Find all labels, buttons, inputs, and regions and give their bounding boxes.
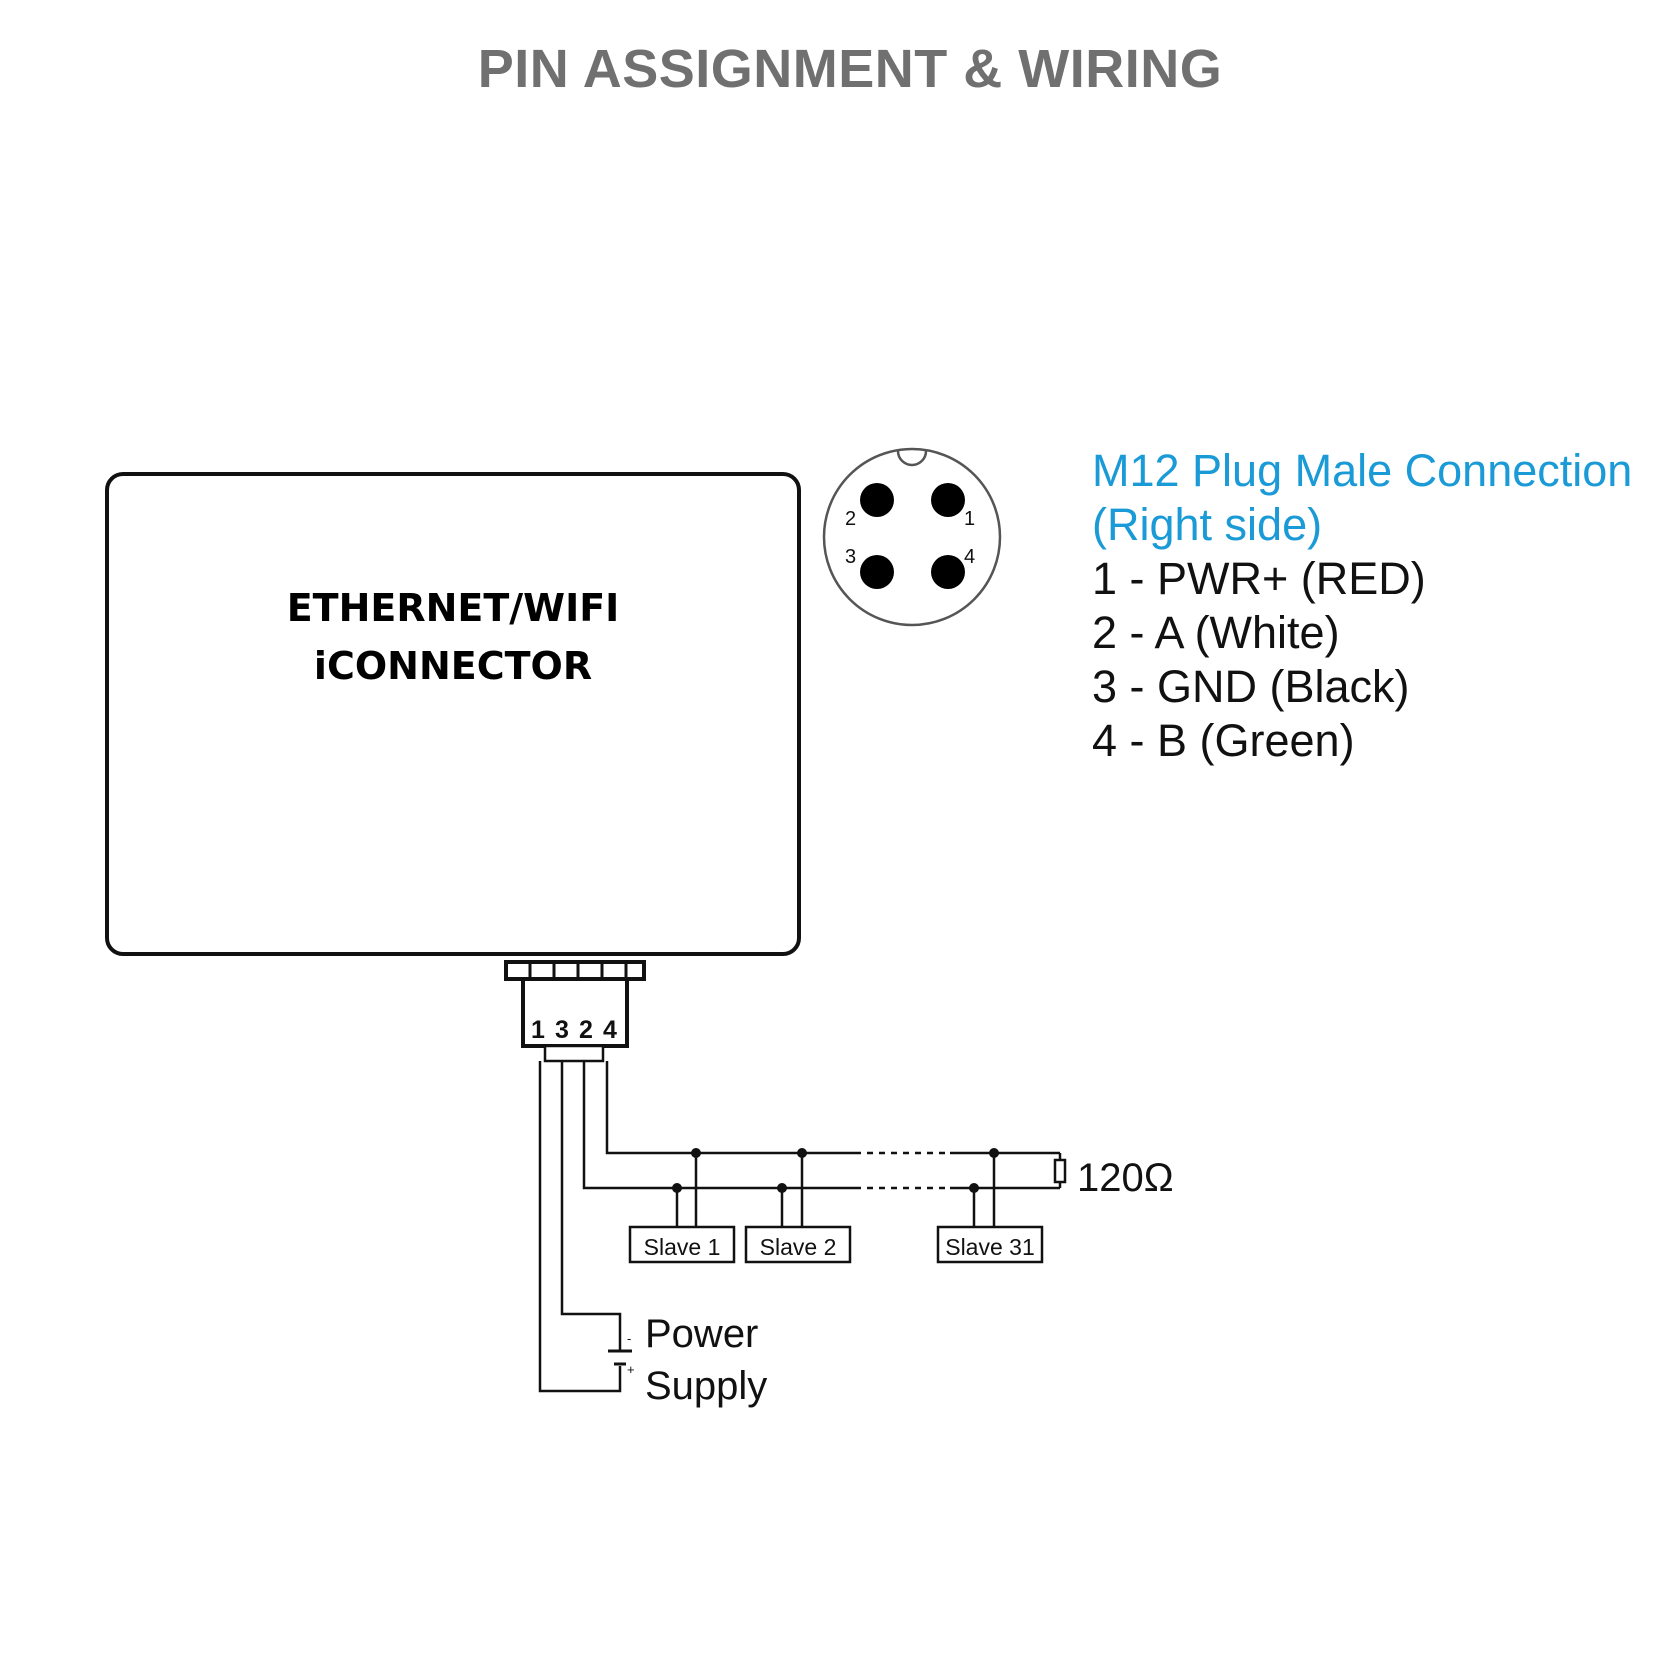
junction-dots [672,1148,999,1193]
slave-stubs [675,1153,996,1227]
pin-1-dot [931,483,965,517]
connector-flange [504,960,646,981]
pin-label-1: 1 [964,508,975,530]
legend-pin-2: 2 - A (White) [1092,607,1340,658]
page-title: PIN ASSIGNMENT & WIRING [477,39,1223,99]
device-label-line1: ETHERNET/WIFI [286,586,620,630]
cable-connector: 1 3 2 4 [504,960,646,1063]
terminal-block [521,977,629,1048]
slave-label: Slave 2 [760,1234,837,1260]
slave-2: Slave 2 [744,1225,852,1264]
device-box: ETHERNET/WIFI iCONNECTOR [105,472,801,956]
slave-label: Slave 1 [644,1234,721,1260]
slave-box [744,1225,852,1264]
pin-2-dot [860,483,894,517]
wire-gnd [538,1061,622,1393]
terminal-label-1: 1 [531,1016,545,1044]
pin-3-dot [860,555,894,589]
slave-label: Slave 31 [945,1234,1035,1260]
terminal-label-2: 2 [579,1016,593,1044]
device-label-line2: iCONNECTOR [313,644,593,688]
terminator-label: 120Ω [1077,1156,1174,1200]
m12-connector-face: 2 1 3 4 [822,447,1002,627]
slave-box [628,1225,736,1264]
legend-header-line1: M12 Plug Male Connection [1092,445,1633,496]
connector-key-notch [896,450,928,467]
slave-1: Slave 1 [628,1225,736,1264]
pin-label-3: 3 [845,546,856,568]
power-supply-label-line2: Supply [645,1364,767,1408]
wire-a [582,1061,855,1190]
pin-legend: M12 Plug Male Connection (Right side) 1 … [1092,444,1632,768]
connector-outline [822,447,1002,627]
battery-plus-label: + [627,1362,635,1377]
pin-label-4: 4 [964,546,975,568]
legend-header-line2: (Right side) [1092,499,1323,550]
legend-pin-3: 3 - GND (Black) [1092,661,1410,712]
slave-box [936,1225,1044,1264]
cable-gland [543,1044,605,1063]
legend-pin-1: 1 - PWR+ (RED) [1092,553,1426,604]
terminator-resistor [1053,1158,1067,1184]
battery-minus-label: - [627,1331,631,1346]
wires [538,1061,1067,1393]
pin-4-dot [931,555,965,589]
wire-pwr-plus [560,1061,622,1350]
terminal-label-3: 3 [555,1016,569,1044]
wire-b [605,1061,855,1155]
terminal-label-4: 4 [603,1016,617,1044]
battery-icon [608,1349,632,1366]
power-supply-label-line1: Power [645,1312,758,1356]
pin-label-2: 2 [845,508,856,530]
slave-31: Slave 31 [936,1225,1044,1264]
legend-pin-4: 4 - B (Green) [1092,715,1355,766]
